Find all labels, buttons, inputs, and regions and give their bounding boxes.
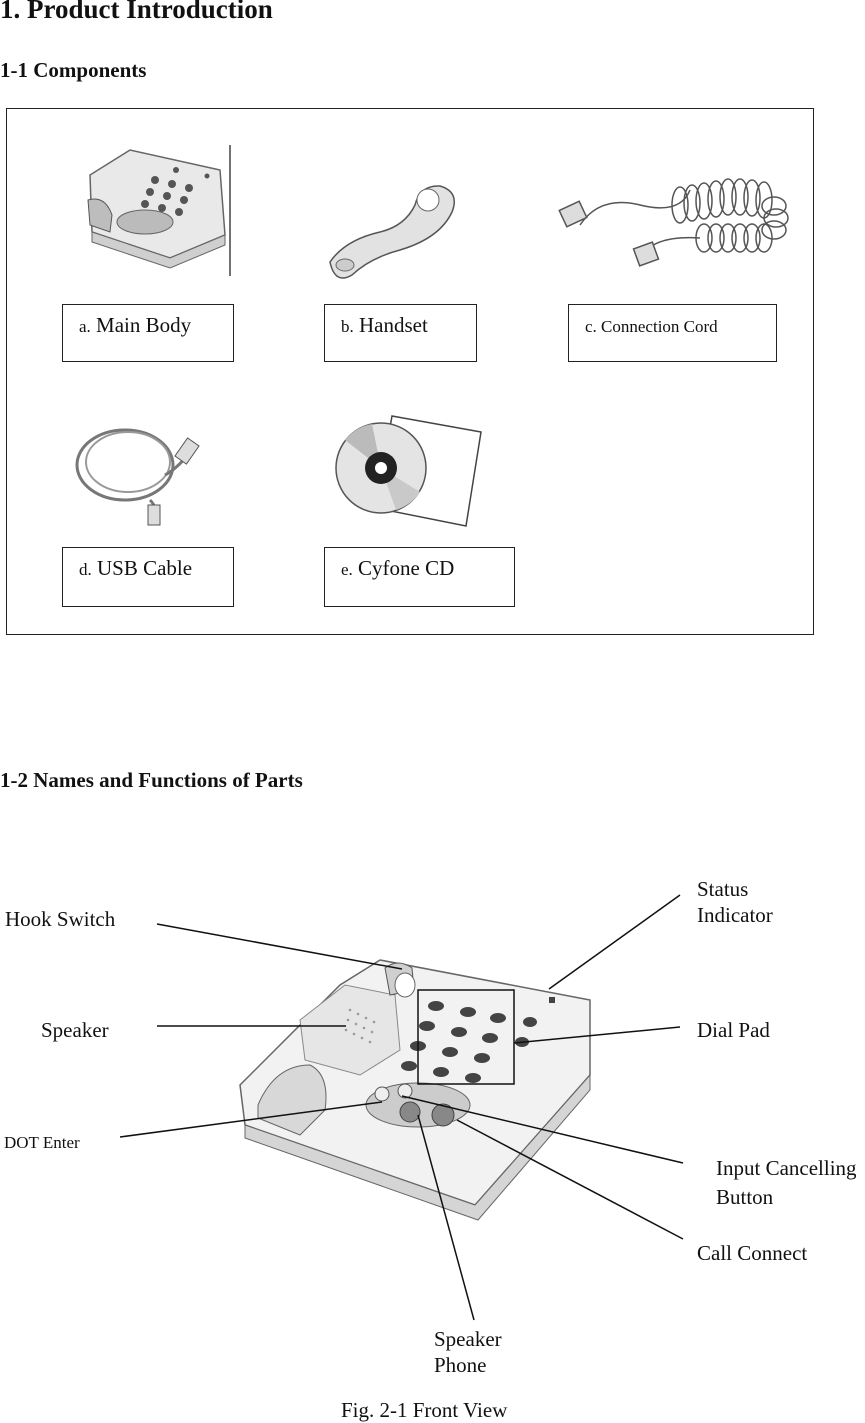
components-illustrations [75, 145, 789, 527]
phone-front-view-image [239, 959, 591, 1221]
usb-cable-image [75, 428, 200, 526]
figure-caption: Fig. 2-1 Front View [341, 1398, 508, 1422]
callout-speaker: Speaker [41, 1018, 109, 1042]
callout-hook-switch: Hook Switch [5, 907, 116, 931]
connection-cord-image [558, 178, 789, 267]
callout-speaker-phone: Speaker Phone [434, 1327, 502, 1377]
callout-call-connect: Call Connect [697, 1241, 808, 1265]
page-heading: 1. Product Introduction [0, 0, 273, 24]
component-label-handset: b. Handset [324, 304, 477, 362]
callout-input-cancelling-button: Input Cancelling Button [716, 1156, 857, 1209]
section-components-heading: 1-1 Components [0, 58, 147, 82]
section-parts-heading: 1-2 Names and Functions of Parts [0, 768, 303, 792]
handset-image [329, 185, 455, 279]
component-label-connection-cord: c. Connection Cord [568, 304, 777, 362]
leader-lines [119, 894, 684, 1321]
callout-status-indicator: Status Indicator [697, 877, 773, 927]
cd-image [335, 415, 482, 527]
callout-dot-enter: DOT Enter [4, 1133, 80, 1152]
component-label-main-body: a. Main Body [62, 304, 234, 362]
main-body-image [87, 145, 231, 276]
component-label-usb-cable: d. USB Cable [62, 547, 234, 607]
components-frame [6, 108, 814, 635]
component-label-cyfone-cd: e. Cyfone CD [324, 547, 515, 607]
callout-dial-pad: Dial Pad [697, 1018, 770, 1042]
